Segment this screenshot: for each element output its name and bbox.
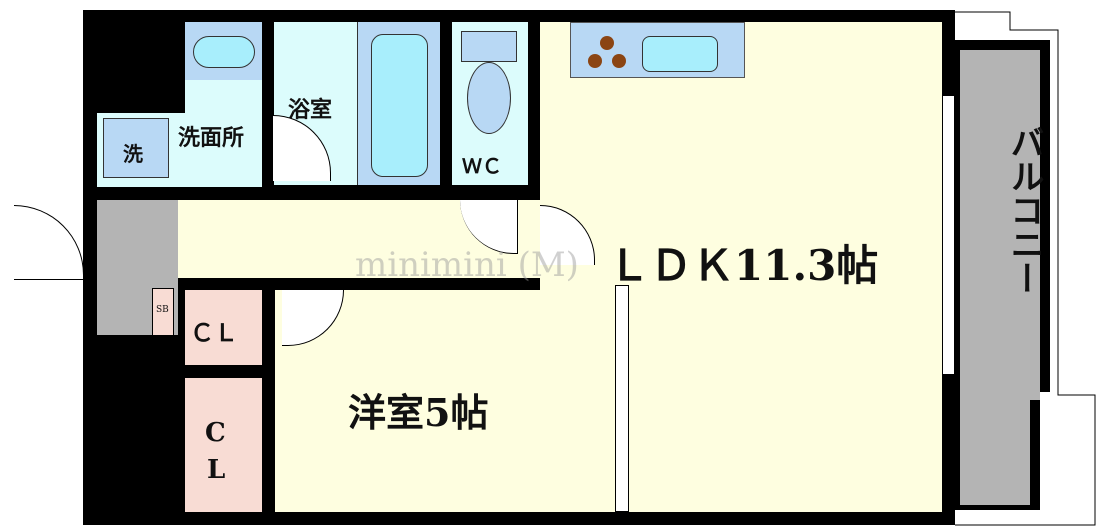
shoe-box xyxy=(152,288,174,336)
closet-2-label-c: C xyxy=(205,418,226,448)
watermark: minimini (M) xyxy=(355,245,579,285)
bathtub-inner xyxy=(371,34,428,177)
wc-label: ＷＣ xyxy=(462,154,502,178)
washer-label: 洗 xyxy=(123,142,143,166)
sliding-door xyxy=(615,285,629,512)
ldk-label: ＬＤＫ11.3帖 xyxy=(608,241,879,290)
western-room-floor xyxy=(275,290,615,512)
basin-bowl xyxy=(193,36,255,68)
closet-1-label: ＣＬ xyxy=(190,318,238,347)
shoe-box-label: SB xyxy=(156,305,169,315)
washroom-label: 洗面所 xyxy=(178,125,245,151)
stove-burner xyxy=(588,54,602,68)
stove-burner xyxy=(612,54,626,68)
washing-machine xyxy=(103,118,169,178)
sink xyxy=(642,36,718,72)
western-room-label: 洋室5帖 xyxy=(348,390,489,435)
closet-2 xyxy=(185,378,262,512)
closet-2-label-l: L xyxy=(207,455,226,485)
stove-burner xyxy=(600,36,614,50)
balcony-label: バルコニー xyxy=(1004,125,1044,295)
closet-1 xyxy=(185,290,262,365)
window xyxy=(942,95,955,375)
toilet-tank xyxy=(461,31,517,62)
toilet-bowl xyxy=(467,62,511,134)
